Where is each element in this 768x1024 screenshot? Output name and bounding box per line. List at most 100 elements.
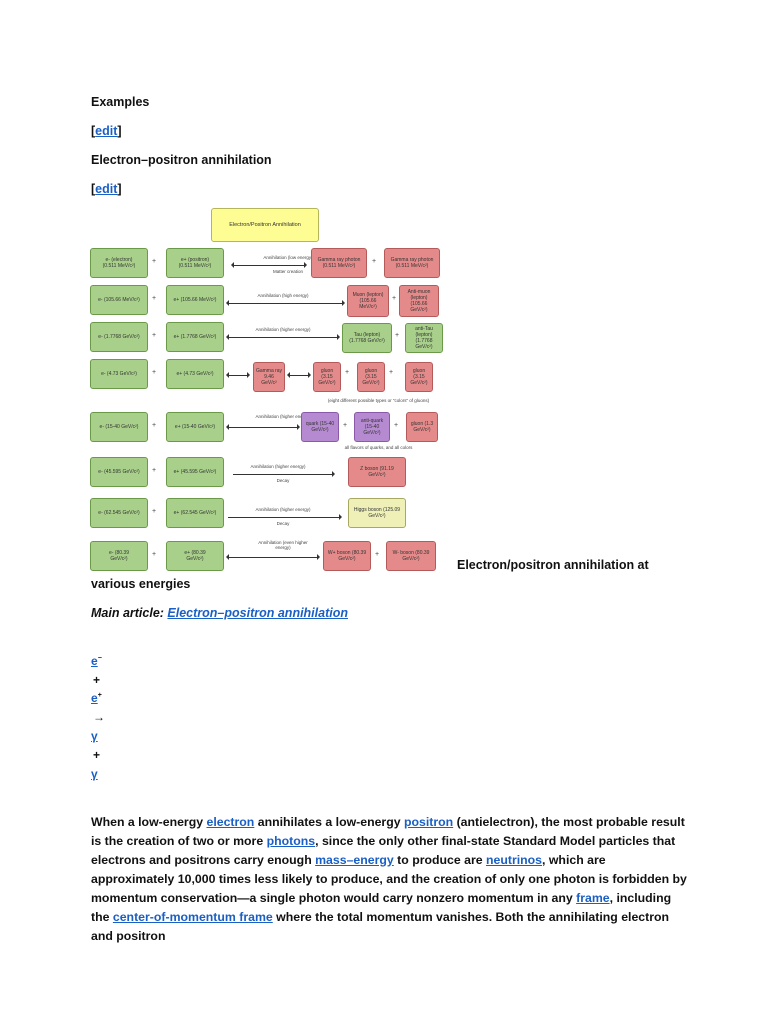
row5-product-2: anti-quark (15-40 GeV/c²) xyxy=(354,412,390,442)
edit-link-1[interactable]: edit xyxy=(95,124,118,138)
row8-product-1: W+ boson (80.39 GeV/c²) xyxy=(323,541,371,571)
row3-product-1: Tau (lepton) (1.7768 GeV/c²) xyxy=(342,323,392,353)
row4-electron: e- (4.73 GeV/c²) xyxy=(90,359,148,389)
row2-product-1: Muon (lepton) (105.66 MeV/c²) xyxy=(347,285,389,317)
main-article-note: Main article: Electron–positron annihila… xyxy=(91,606,348,620)
eq-gamma-1: γ xyxy=(91,729,98,743)
link-electron[interactable]: electron xyxy=(206,815,255,829)
eq-gamma-2-link[interactable]: γ xyxy=(91,767,98,781)
para-text-8: where the total momentum vanishes. Both … xyxy=(91,910,670,943)
row6-arrow xyxy=(233,471,335,477)
eq-gamma-1-link[interactable]: γ xyxy=(91,729,98,743)
row5-arrow xyxy=(226,424,300,430)
row4-product-2: gluon (3.15 GeV/c²) xyxy=(313,362,341,392)
eq-electron: e− xyxy=(91,654,102,668)
para-text-7: , including the xyxy=(91,891,672,924)
row7-arrow-top: Annihilation (higher energy) xyxy=(255,507,311,512)
para-text-3: (antielectron), the most probable result… xyxy=(91,815,685,848)
eq-plus-1: + xyxy=(93,673,101,687)
body-paragraph: When a low-energy electron annihilates a… xyxy=(91,813,691,946)
eq-positron-link[interactable]: e xyxy=(91,691,98,705)
row8-plus-2: + xyxy=(375,551,380,558)
para-text-5: to produce are xyxy=(393,853,486,867)
heading-examples: Examples xyxy=(91,95,150,109)
row8-arrow xyxy=(226,554,320,560)
eq-positron-sup: + xyxy=(97,692,102,699)
row1-arrow-top: Annihilation (low energy) xyxy=(263,255,313,260)
row1-product-2: Gamma ray photon (0.511 MeV/c²) xyxy=(384,248,440,278)
row1-arrow xyxy=(231,262,307,268)
row7-positron: e+ (62.545 GeV/c²) xyxy=(166,498,224,528)
row2-plus: + xyxy=(152,295,157,302)
row4-plus-3: + xyxy=(389,369,394,376)
link-photons[interactable]: photons xyxy=(266,834,316,848)
eq-arrow: → xyxy=(93,710,105,724)
row5-plus-3: + xyxy=(394,422,399,429)
eq-plus-2: + xyxy=(93,748,101,762)
row7-plus: + xyxy=(152,508,157,515)
row7-product-1: Higgs boson (125.09 GeV/c²) xyxy=(348,498,406,528)
row5-electron: e- (15-40 GeV/c²) xyxy=(90,412,148,442)
row8-product-2: W- boson (80.39 GeV/c²) xyxy=(386,541,436,571)
row2-arrow-top: Annihilation (high energy) xyxy=(257,293,309,298)
row7-arrow xyxy=(228,514,342,520)
para-text-6: , which are approximately 10,000 times l… xyxy=(91,853,687,905)
row3-electron: e- (1.7768 GeV/c²) xyxy=(90,322,148,352)
row1-plus-2: + xyxy=(372,258,377,265)
edit-bracket-2: [edit] xyxy=(91,182,122,196)
row6-product-1: Z boson (91.19 GeV/c²) xyxy=(348,457,406,487)
row5-product-3: gluon (1.3 GeV/c²) xyxy=(406,412,438,442)
diagram-title: Electron/Positron Annihilation xyxy=(211,208,319,242)
para-text-2: annihilates a low-energy xyxy=(254,815,404,829)
row4-positron: e+ (4.73 GeV/c²) xyxy=(166,359,224,389)
row5-plus-2: + xyxy=(343,422,348,429)
row3-plus: + xyxy=(152,332,157,339)
row6-plus: + xyxy=(152,467,157,474)
figure-caption-line2: various energies xyxy=(91,577,191,591)
row6-positron: e+ (45.595 GeV/c²) xyxy=(166,457,224,487)
row2-arrow xyxy=(226,300,345,306)
link-positron[interactable]: positron xyxy=(403,815,454,829)
row4-product-4: gluon (3.15 GeV/c²) xyxy=(405,362,433,392)
link-center-of-momentum-frame[interactable]: center-of-momentum frame xyxy=(112,910,273,924)
link-mass-energy[interactable]: mass–energy xyxy=(315,853,394,867)
row5-note: all flavors of quarks, and all colors xyxy=(344,445,413,450)
row8-electron: e- (80.39 GeV/c²) xyxy=(90,541,148,571)
row1-positron: e+ (positron) (0.511 MeV/c²) xyxy=(166,248,224,278)
row7-arrow-bottom: Decay xyxy=(276,521,290,526)
row2-electron: e- (105.66 MeV/c²) xyxy=(90,285,148,315)
edit-bracket-1: [edit] xyxy=(91,124,122,138)
eq-electron-sup: − xyxy=(97,655,102,662)
row3-arrow xyxy=(226,334,340,340)
link-frame[interactable]: frame xyxy=(576,891,610,905)
row1-arrow-bottom: Matter creation xyxy=(272,269,303,274)
row5-plus: + xyxy=(152,422,157,429)
row3-product-2: anti-Tau (lepton) (1.7768 GeV/c²) xyxy=(405,323,443,353)
row5-product-1: quark (15-40 GeV/c²) xyxy=(301,412,339,442)
main-article-prefix: Main article: xyxy=(91,606,168,620)
row1-electron: e- (electron) (0.511 MeV/c²) xyxy=(90,248,148,278)
row1-product-1: Gamma ray photon (0.511 MeV/c²) xyxy=(311,248,367,278)
row8-plus: + xyxy=(152,551,157,558)
row2-plus-2: + xyxy=(392,295,397,302)
eq-gamma-2: γ xyxy=(91,767,98,781)
row3-plus-2: + xyxy=(395,332,400,339)
row4-product-1: Gamma ray 9.46 GeV/c² xyxy=(253,362,285,392)
para-text-1: When a low-energy xyxy=(91,815,207,829)
row7-electron: e- (62.545 GeV/c²) xyxy=(90,498,148,528)
link-neutrinos[interactable]: neutrinos xyxy=(486,853,543,867)
eq-electron-link[interactable]: e xyxy=(91,654,98,668)
row2-positron: e+ (105.66 MeV/c²) xyxy=(166,285,224,315)
row6-electron: e- (45.595 GeV/c²) xyxy=(90,457,148,487)
main-article-link[interactable]: Electron–positron annihilation xyxy=(167,606,348,620)
row4-product-3: gluon (3.15 GeV/c²) xyxy=(357,362,385,392)
row8-arrow-top: Annihilation (even higher energy) xyxy=(258,540,308,550)
annihilation-diagram: Electron/Positron Annihilation e- (elect… xyxy=(88,205,448,577)
row4-arrow xyxy=(226,372,250,378)
edit-link-2[interactable]: edit xyxy=(95,182,118,196)
row2-product-2: Anti-muon (lepton) (105.66 GeV/c²) xyxy=(399,285,439,317)
row6-arrow-bottom: Decay xyxy=(276,478,290,483)
row1-plus: + xyxy=(152,258,157,265)
row4-note: (eight different possible types or "colo… xyxy=(327,398,430,403)
